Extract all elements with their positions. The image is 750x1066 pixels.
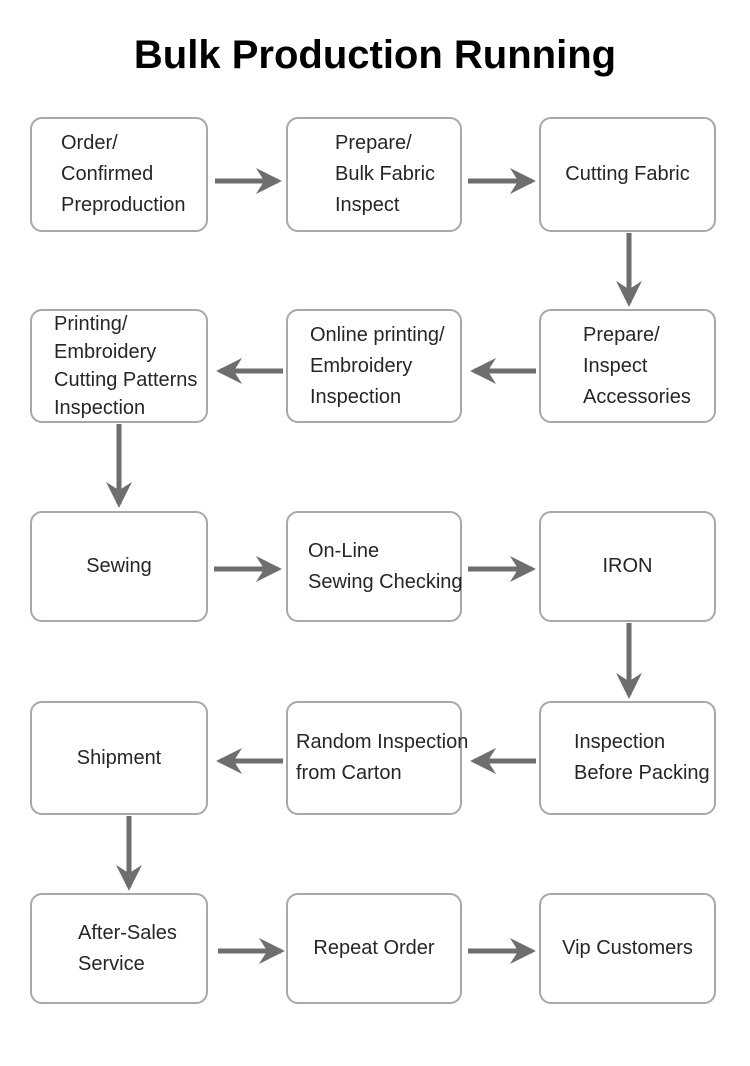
node-label-line: Random Inspection — [296, 731, 469, 753]
node-label-line: Printing/ — [54, 313, 128, 335]
node-label-line: from Carton — [296, 762, 402, 784]
node-label-line: Sewing — [86, 555, 152, 577]
node-label-line: Vip Customers — [562, 937, 693, 959]
node-label-line: After-Sales — [78, 921, 177, 944]
node-label-line: Inspection — [574, 731, 666, 753]
node-repeat-order: Repeat Order — [286, 893, 462, 1004]
node-label-line: Inspection — [310, 385, 402, 408]
node-label-line: Cutting Fabric — [565, 163, 690, 185]
node-label-line: Prepare/ — [335, 132, 412, 154]
node-label-line: Bulk Fabric — [335, 163, 436, 185]
node-label-line: IRON — [602, 555, 653, 577]
node-label-line: Preproduction — [61, 194, 186, 216]
node-label-line: Sewing Checking — [308, 570, 463, 593]
node-label-line: Cutting Patterns — [54, 369, 198, 391]
node-label-line: Repeat Order — [313, 937, 435, 959]
node-label-line: Before Packing — [574, 762, 710, 784]
node-vip-customers: Vip Customers — [539, 893, 716, 1004]
node-label-line: Embroidery — [310, 354, 413, 377]
node-label-line: On-Line — [308, 539, 380, 562]
node-label-line: Embroidery — [54, 341, 157, 363]
node-label-line: Confirmed — [61, 163, 154, 185]
node-label-line: Inspection — [54, 397, 146, 419]
node-label-line: Online printing/ — [310, 323, 445, 346]
node-label-line: Service — [78, 952, 145, 975]
page-title: Bulk Production Running — [133, 33, 617, 77]
node-shipment: Shipment — [30, 701, 208, 815]
node-label-line: Order/ — [61, 132, 118, 154]
node-iron: IRON — [539, 511, 716, 622]
node-label-line: Prepare/ — [583, 323, 660, 346]
node-random-inspection-from-carton: Random Inspection from Carton — [286, 701, 468, 815]
node-label-line: Accessories — [583, 385, 691, 408]
node-label-line: Inspect — [335, 194, 400, 216]
node-label-line: Shipment — [76, 746, 162, 769]
node-sewing: Sewing — [30, 511, 208, 622]
node-label-line: Inspect — [583, 354, 648, 377]
node-cutting-fabric: Cutting Fabric — [539, 117, 716, 232]
